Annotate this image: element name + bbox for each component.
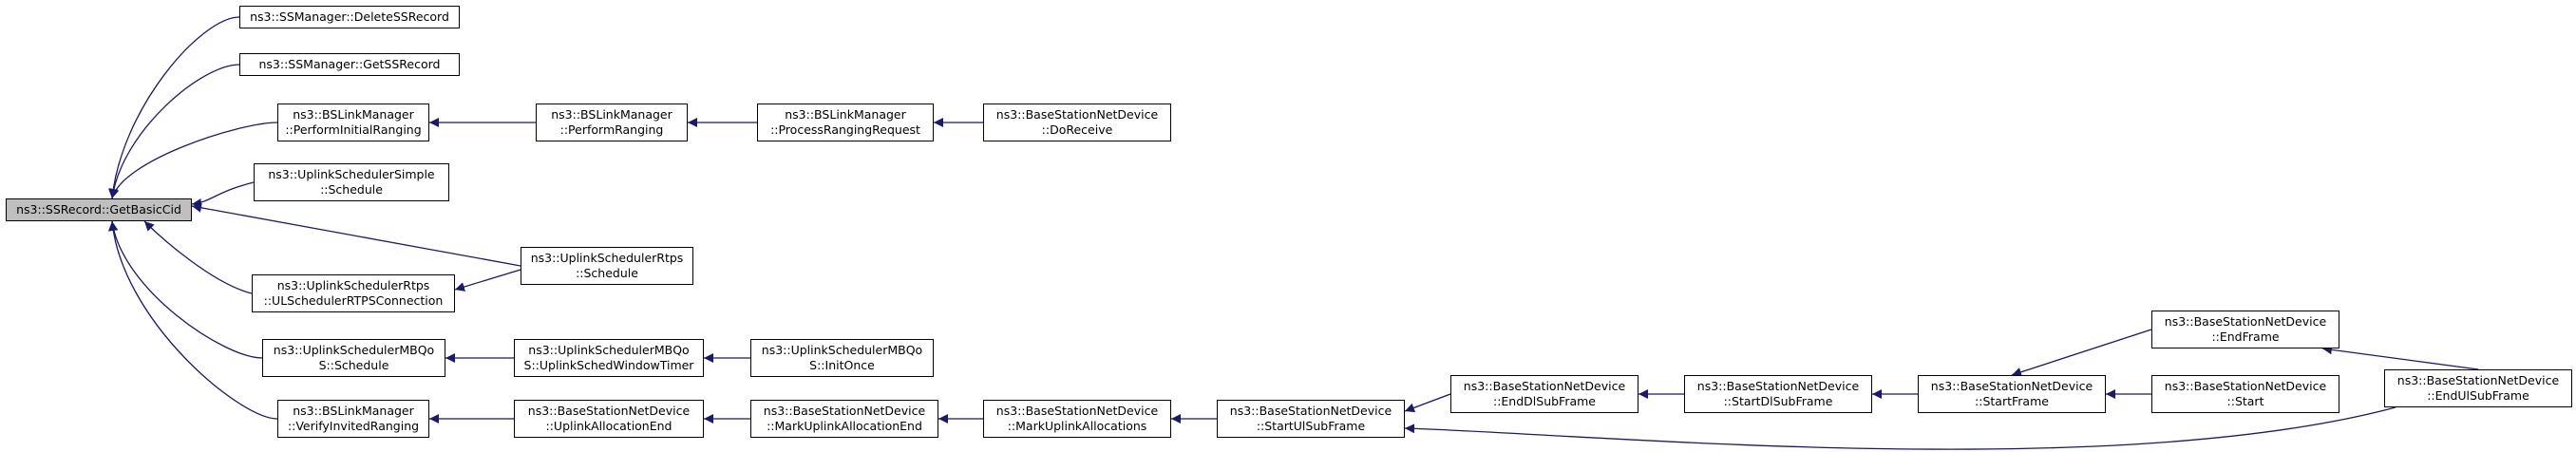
node-label-line: ::VerifyInvitedRanging [287,419,420,433]
node-doreceive[interactable]: ns3::BaseStationNetDevice::DoReceive [983,104,1171,141]
node-label-line: ::ProcessRangingRequest [770,122,920,137]
node-label-line: ns3::BaseStationNetDevice [1930,379,2093,393]
node-label-line: ns3::BSLinkManager [293,404,414,418]
node-label-line: ns3::BaseStationNetDevice [1229,404,1392,418]
node-rtps-schedule[interactable]: ns3::UplinkSchedulerRtps::Schedule [521,247,693,285]
node-enddlsubframe[interactable]: ns3::BaseStationNetDevice::EndDlSubFrame [1450,375,1638,413]
edge-enddlsubframe-to-startulsubframe [1404,393,1451,413]
node-label-line: ::DoReceive [1041,122,1113,137]
node-startdlsubframe[interactable]: ns3::BaseStationNetDevice::StartDlSubFra… [1684,375,1872,413]
edge-simple-schedule-to-root [191,181,255,208]
node-deletessrecord[interactable]: ns3::SSManager::DeleteSSRecord [239,6,460,28]
node-getssrecord[interactable]: ns3::SSManager::GetSSRecord [239,53,460,76]
node-label-line: ::StartUlSubFrame [1256,419,1366,433]
node-markuplinkallocationend[interactable]: ns3::BaseStationNetDevice::MarkUplinkAll… [750,400,938,438]
edge-endulsubframe-to-endframe [2321,345,2479,370]
node-label-line: ns3::BaseStationNetDevice [527,404,691,418]
node-label-line: ns3::BSLinkManager [551,107,672,122]
node-endframe[interactable]: ns3::BaseStationNetDevice::EndFrame [2151,311,2339,348]
node-label-line: ns3::BSLinkManager [293,107,414,122]
node-performranging[interactable]: ns3::BSLinkManager::PerformRanging [536,104,688,141]
node-startframe[interactable]: ns3::BaseStationNetDevice::StartFrame [1918,375,2106,413]
node-label-line: ns3::BaseStationNetDevice [763,404,926,418]
node-label-line: ::EndUlSubFrame [2427,388,2529,403]
node-label-line: ns3::BSLinkManager [785,107,906,122]
node-rtps-connection[interactable]: ns3::UplinkSchedulerRtps::ULSchedulerRTP… [252,274,455,312]
node-label-line: ns3::BaseStationNetDevice [995,404,1159,418]
node-label-line: ::EndFrame [2211,330,2280,344]
node-label-line: ::StartFrame [1975,394,2049,408]
node-label-line: ::MarkUplinkAllocationEnd [767,419,922,433]
node-label-line: ::Start [2226,394,2264,408]
node-label-line: ns3::UplinkSchedulerMBQo [761,343,923,357]
node-label-line: ::PerformInitialRanging [285,122,422,137]
node-label-line: ::UplinkAllocationEnd [545,419,672,433]
edge-endframe-to-startframe [2011,329,2152,377]
edge-getssrecord-to-root [108,64,240,199]
node-label-line: ::EndDlSubFrame [1492,394,1596,408]
node-label-line: ns3::UplinkSchedulerRtps [530,251,684,265]
node-label-line: ns3::BaseStationNetDevice [1696,379,1860,393]
node-root[interactable]: ns3::SSRecord::GetBasicCid [6,198,192,221]
edge-mbqos-schedule-to-root [108,220,263,359]
node-label-line: ::StartDlSubFrame [1723,394,1833,408]
node-label-line: ns3::BaseStationNetDevice [1463,379,1626,393]
node-uplinkallocationend[interactable]: ns3::BaseStationNetDevice::UplinkAllocat… [514,400,704,438]
node-label-line: ns3::SSManager::GetSSRecord [258,57,441,71]
edge-rtps-schedule-to-rtps-connection [454,269,521,292]
edge-rtps-schedule-to-root [191,202,521,267]
node-label-line: ns3::UplinkSchedulerRtps [276,278,430,292]
node-label-line: ns3::SSRecord::GetBasicCid [16,202,181,217]
node-label-line: ns3::UplinkSchedulerMBQo [273,343,435,357]
node-endulsubframe[interactable]: ns3::BaseStationNetDevice::EndUlSubFrame [2384,369,2572,407]
node-label-line: ns3::UplinkSchedulerMBQo [528,343,690,357]
edge-deletessrecord-to-root [108,16,240,199]
node-label-line: ns3::BaseStationNetDevice [2164,379,2327,393]
node-label-line: ::Schedule [576,266,638,280]
node-startulsubframe[interactable]: ns3::BaseStationNetDevice::StartUlSubFra… [1217,400,1405,438]
node-label-line: ns3::BaseStationNetDevice [2164,314,2327,329]
node-label-line: ns3::SSManager::DeleteSSRecord [250,9,449,24]
edge-performinitialranging-to-root [109,122,278,199]
node-markuplinkallocations[interactable]: ns3::BaseStationNetDevice::MarkUplinkAll… [983,400,1171,438]
node-simple-schedule[interactable]: ns3::UplinkSchedulerSimple::Schedule [254,163,449,201]
edge-verifyinvitedranging-to-root [107,220,278,420]
node-label-line: ns3::BaseStationNetDevice [2396,373,2560,387]
node-label-line: ::PerformRanging [559,122,664,137]
edge-rtps-connection-to-root [143,220,253,294]
node-performinitialranging[interactable]: ns3::BSLinkManager::PerformInitialRangin… [277,104,429,141]
node-verifyinvitedranging[interactable]: ns3::BSLinkManager::VerifyInvitedRanging [277,400,429,438]
node-processrangingrequest[interactable]: ns3::BSLinkManager::ProcessRangingReques… [757,104,934,141]
edge-endulsubframe-to-startulsubframe [1404,406,2396,450]
node-label-line: S::Schedule [318,358,389,372]
node-label-line: S::InitOnce [809,358,875,372]
node-label-line: ::Schedule [320,182,383,197]
node-label-line: ::ULSchedulerRTPSConnection [263,293,444,308]
node-start[interactable]: ns3::BaseStationNetDevice::Start [2151,375,2339,413]
node-label-line: ns3::UplinkSchedulerSimple [268,167,435,181]
node-label-line: ns3::BaseStationNetDevice [995,107,1159,122]
node-label-line: ::MarkUplinkAllocations [1007,419,1147,433]
node-label-line: S::UplinkSchedWindowTimer [523,358,694,372]
